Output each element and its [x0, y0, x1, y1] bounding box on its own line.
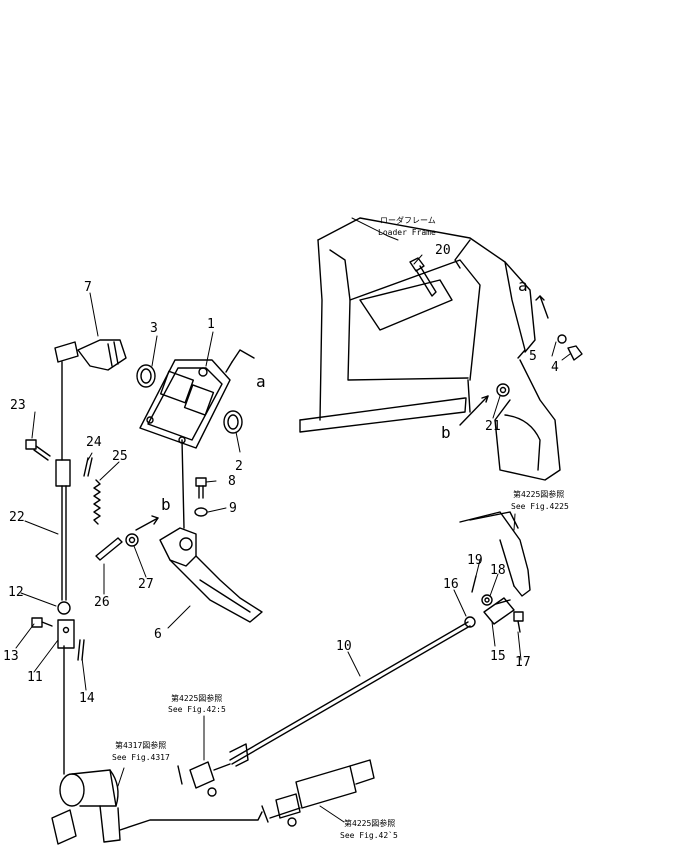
direction-arrows: [135, 295, 549, 531]
bolt-23: [25, 439, 51, 461]
callout-10: 10: [336, 639, 352, 654]
note-ref-4225-b-en: See Fig.42:5: [168, 705, 226, 714]
callout-3: 3: [150, 321, 158, 336]
callout-26: 26: [94, 595, 110, 610]
note-ref-4225-b-jp: 第4225図参照: [171, 693, 222, 703]
yoke-11: [57, 619, 75, 649]
callout-18: 18: [490, 563, 506, 578]
bushing-3: [136, 364, 156, 388]
callout-12: 12: [8, 585, 24, 600]
joint-15: [483, 597, 515, 625]
note-ref-4225-c-en: See Fig.42`5: [340, 830, 398, 840]
pedal-bracket-1: [139, 359, 231, 449]
cotter-pin-24: [83, 457, 93, 477]
callout-20: 20: [435, 243, 451, 258]
note-loader-frame-en: Loader Frame: [378, 228, 436, 237]
bolt-20: [409, 257, 437, 297]
rod-10: [229, 621, 471, 767]
bolt-13: [31, 617, 53, 628]
nut-21: [496, 383, 510, 397]
callout-25: 25: [112, 449, 128, 464]
bolt-4: [567, 345, 583, 361]
callout-27: 27: [138, 577, 154, 592]
nut-16: [464, 616, 476, 628]
leader-lines: [15, 217, 571, 823]
letter-b-right: b: [441, 423, 451, 442]
bushing-2: [223, 410, 243, 434]
note-ref-4225-a-en: See Fig.4225: [511, 502, 569, 511]
callout-11: 11: [27, 670, 43, 685]
callout-13: 13: [3, 649, 19, 664]
callout-22: 22: [9, 510, 25, 525]
callout-14: 14: [79, 691, 95, 706]
callout-5: 5: [529, 349, 537, 364]
cotter-pin-14: [77, 639, 85, 661]
callout-16: 16: [443, 577, 459, 592]
pedal-6: [159, 439, 263, 623]
letter-a-right: a: [518, 276, 528, 295]
cylinder-assembly: [261, 759, 375, 827]
shaft-7: [54, 339, 127, 461]
pin-19: [471, 575, 477, 593]
callout-17: 17: [515, 655, 531, 670]
callout-6: 6: [154, 627, 162, 642]
loader-frame: [299, 217, 561, 481]
washer-9: [194, 507, 208, 517]
callout-8: 8: [228, 474, 236, 489]
rod-22: [55, 459, 71, 601]
note-ref-4317-jp: 第4317図参照: [115, 740, 166, 750]
callout-4: 4: [551, 360, 559, 375]
callout-15: 15: [490, 649, 506, 664]
callout-19: 19: [467, 553, 483, 568]
note-loader-frame-jp: ローダフレーム: [380, 215, 436, 225]
clevis-middle: [177, 761, 231, 797]
nut-12: [57, 601, 71, 615]
letter-a-left: a: [256, 372, 266, 391]
lever-assembly-right: [459, 511, 531, 605]
callout-labels: 1 2 3 4 5 6 7 8 9 10 11 12 13 14 15 16 1…: [3, 243, 559, 706]
lever-assembly-left: [51, 645, 263, 845]
washer-5: [557, 334, 567, 344]
letter-b-left: b: [161, 495, 171, 514]
nut-27: [125, 533, 139, 547]
callout-24: 24: [86, 435, 102, 450]
callout-7: 7: [84, 280, 92, 295]
note-ref-4225-a-jp: 第4225図参照: [513, 489, 564, 499]
callout-9: 9: [229, 501, 237, 516]
reference-notes: ローダフレーム Loader Frame 第4225図参照 See Fig.42…: [112, 215, 569, 840]
nut-18: [481, 594, 493, 606]
note-ref-4225-c-jp: 第4225図参照: [344, 818, 395, 828]
spring-25: [93, 479, 101, 525]
callout-21: 21: [485, 419, 501, 434]
callout-23: 23: [10, 398, 26, 413]
bolt-8: [195, 477, 207, 499]
callout-2: 2: [235, 459, 243, 474]
callout-1: 1: [207, 317, 215, 332]
bolt-17: [513, 611, 524, 633]
note-ref-4317-en: See Fig.4317: [112, 753, 170, 762]
stud-26: [95, 537, 123, 561]
